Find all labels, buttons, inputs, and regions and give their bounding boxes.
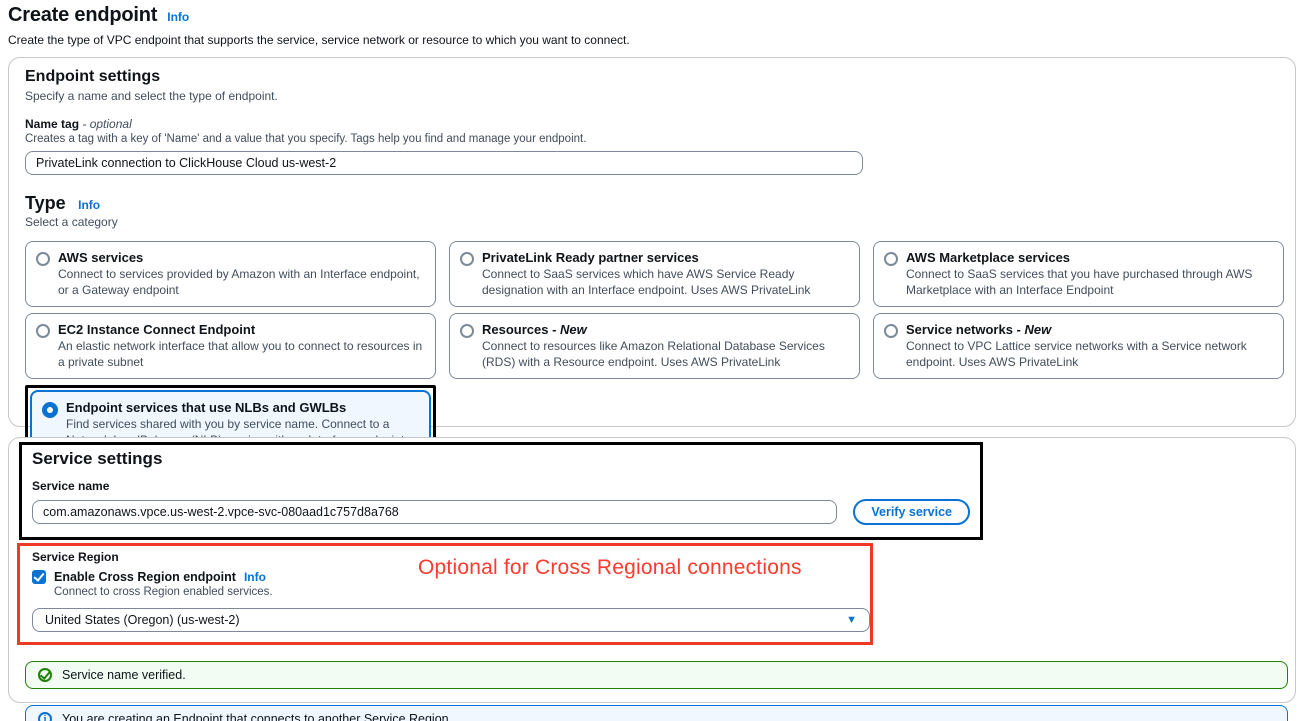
endpoint-settings-description: Specify a name and select the type of en… bbox=[25, 89, 278, 103]
type-info-link[interactable]: Info bbox=[78, 198, 101, 212]
endpoint-settings-heading: Endpoint settings bbox=[25, 68, 161, 85]
tile-service-networks[interactable]: Service networks - New Connect to VPC La… bbox=[873, 313, 1284, 380]
service-name-input[interactable]: com.amazonaws.vpce.us-west-2.vpce-svc-08… bbox=[32, 500, 838, 524]
chevron-down-icon: ▼ bbox=[846, 614, 857, 626]
service-settings-card: Service settings Service name com.amazon… bbox=[8, 437, 1296, 721]
tile-privatelink-partner-services[interactable]: PrivateLink Ready partner services Conne… bbox=[449, 241, 860, 308]
tile-description: Connect to SaaS services which have AWS … bbox=[482, 267, 811, 297]
tile-title: AWS Marketplace services bbox=[906, 250, 1071, 265]
page-title: Create endpoint bbox=[8, 4, 158, 26]
name-tag-helper: Creates a tag with a key of 'Name' and a… bbox=[25, 133, 587, 145]
tile-title: PrivateLink Ready partner services bbox=[482, 250, 699, 265]
radio-icon[interactable] bbox=[884, 252, 898, 266]
type-tile-grid: AWS services Connect to services provide… bbox=[25, 241, 1284, 495]
tile-title: Resources - bbox=[482, 322, 557, 338]
radio-icon[interactable] bbox=[36, 324, 50, 339]
page-header: Create endpoint Info bbox=[8, 4, 1296, 27]
radio-icon[interactable] bbox=[460, 324, 474, 339]
type-heading: Type bbox=[25, 193, 66, 213]
endpoint-settings-card: Endpoint settings Specify a name and sel… bbox=[8, 57, 1296, 495]
service-verified-message: Service name verified. bbox=[62, 668, 186, 682]
tile-title: EC2 Instance Connect Endpoint bbox=[58, 322, 256, 338]
radio-icon[interactable] bbox=[36, 252, 50, 266]
info-circle-icon: i bbox=[38, 712, 52, 721]
tile-resources[interactable]: Resources - New Connect to resources lik… bbox=[449, 313, 860, 380]
cross-region-helper: Connect to cross Region enabled services… bbox=[54, 586, 273, 598]
radio-icon[interactable] bbox=[884, 324, 898, 339]
tile-ec2-instance-connect[interactable]: EC2 Instance Connect Endpoint An elastic… bbox=[25, 313, 436, 380]
tile-description: Connect to resources like Amazon Relatio… bbox=[482, 339, 825, 369]
annotation-box-service-region: Service Region Enable Cross Region endpo… bbox=[17, 543, 873, 645]
name-tag-optional-label: - optional bbox=[82, 117, 132, 131]
service-name-label: Service name bbox=[32, 479, 110, 493]
tile-new-badge: New bbox=[560, 322, 587, 338]
tile-description: Connect to VPC Lattice service networks … bbox=[906, 339, 1247, 369]
page-title-info-link[interactable]: Info bbox=[167, 10, 190, 24]
service-verified-banner: Service name verified. bbox=[25, 661, 1288, 689]
annotation-cross-region-note: Optional for Cross Regional connections bbox=[418, 556, 802, 579]
cross-region-checkbox[interactable] bbox=[32, 570, 46, 584]
radio-selected-icon[interactable] bbox=[42, 402, 58, 419]
service-region-label: Service Region bbox=[32, 550, 119, 564]
tile-aws-marketplace-services[interactable]: AWS Marketplace services Connect to SaaS… bbox=[873, 241, 1284, 308]
radio-icon[interactable] bbox=[460, 252, 474, 266]
cross-region-info-link[interactable]: Info bbox=[243, 570, 266, 584]
cross-region-info-message: You are creating an Endpoint that connec… bbox=[62, 712, 449, 721]
name-tag-input[interactable]: PrivateLink connection to ClickHouse Clo… bbox=[25, 151, 863, 175]
cross-region-checkbox-label: Enable Cross Region endpoint bbox=[54, 570, 236, 584]
name-tag-label: Name tag - optional bbox=[25, 117, 132, 131]
cross-region-info-banner: i You are creating an Endpoint that conn… bbox=[25, 705, 1288, 721]
region-select[interactable]: United States (Oregon) (us-west-2) ▼ bbox=[32, 608, 870, 632]
tile-aws-services[interactable]: AWS services Connect to services provide… bbox=[25, 241, 436, 308]
service-settings-heading: Service settings bbox=[32, 449, 163, 468]
success-check-icon bbox=[38, 668, 52, 682]
tile-description: An elastic network interface that allow … bbox=[58, 339, 423, 369]
tile-title: Endpoint services that use NLBs and GWLB… bbox=[66, 400, 347, 416]
verify-service-button[interactable]: Verify service bbox=[853, 499, 970, 525]
tile-title: Service networks - bbox=[906, 322, 1021, 338]
tile-new-badge: New bbox=[1024, 322, 1052, 338]
region-select-value: United States (Oregon) (us-west-2) bbox=[45, 613, 240, 627]
annotation-box-service-settings: Service settings Service name com.amazon… bbox=[19, 442, 983, 540]
type-subheading: Select a category bbox=[25, 215, 118, 229]
page-subtitle: Create the type of VPC endpoint that sup… bbox=[8, 33, 630, 47]
tile-description: Connect to services provided by Amazon w… bbox=[58, 267, 420, 297]
tile-title: AWS services bbox=[58, 250, 144, 265]
tile-description: Connect to SaaS services that you have p… bbox=[906, 267, 1253, 297]
